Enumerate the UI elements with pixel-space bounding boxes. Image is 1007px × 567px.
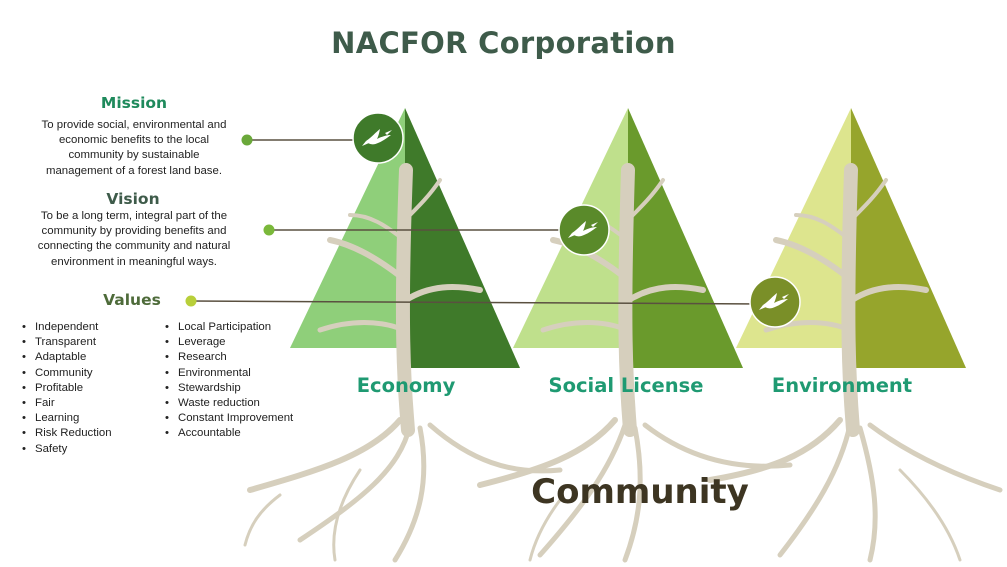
value-item: Waste reduction <box>165 396 325 411</box>
value-item: Fair <box>22 396 152 411</box>
pillar-label-economy: Economy <box>356 374 456 397</box>
vision-connector-dot <box>263 224 275 236</box>
values-heading: Values <box>103 291 161 309</box>
value-item: Environmental <box>165 366 325 381</box>
value-item: Independent <box>22 320 152 335</box>
pillar-label-social-license: Social License <box>548 374 704 397</box>
hummingbird-icon <box>352 112 404 164</box>
values-connector-dot <box>185 295 197 307</box>
tree-social-license-right <box>628 108 743 368</box>
vision-line: environment in meaningful ways. <box>51 255 217 268</box>
values-list-2: Local Participation Leverage Research En… <box>165 320 325 442</box>
vision-text: To be a long term, integral part of the … <box>18 209 250 270</box>
roots <box>243 417 1003 563</box>
value-item: Adaptable <box>22 350 152 365</box>
connectors <box>185 134 776 307</box>
vision-line: connecting the community and natural <box>37 240 231 253</box>
tree-economy-right <box>405 108 520 368</box>
value-item: Safety <box>22 442 152 457</box>
value-item: Community <box>22 366 152 381</box>
value-item: Profitable <box>22 381 152 396</box>
value-item: Risk Reduction <box>22 426 152 441</box>
foundation-label: Community <box>531 472 749 512</box>
value-item: Local Participation <box>165 320 325 335</box>
tree-economy-trunk <box>317 163 483 437</box>
value-item: Learning <box>22 411 152 426</box>
value-item: Leverage <box>165 335 325 350</box>
mission-line: community by sustainable <box>68 149 200 162</box>
mission-line: management of a forest land base. <box>45 164 223 177</box>
hummingbird-icon <box>558 204 610 256</box>
values-list-1: Independent Transparent Adaptable Commun… <box>22 320 152 457</box>
tree-economy <box>290 108 520 437</box>
mission-line: To provide social, environmental and <box>41 119 227 131</box>
values-connector <box>190 300 776 305</box>
value-item: Research <box>165 350 325 365</box>
vision-heading: Vision <box>106 190 160 208</box>
hummingbird-icon <box>749 276 801 328</box>
tree-economy-left <box>290 108 405 348</box>
page-title: NACFOR Corporation <box>331 26 676 60</box>
tree-environment <box>736 108 966 437</box>
mission-line: economic benefits to the local <box>58 134 210 147</box>
mission-heading: Mission <box>100 94 168 112</box>
tree-environment-right <box>851 108 966 368</box>
mission-text: To provide social, environmental and eco… <box>18 118 250 179</box>
vision-line: community by providing benefits and <box>41 225 227 238</box>
value-item-continued: Stewardship <box>165 381 325 396</box>
tree-environment-trunk <box>763 163 929 437</box>
value-item: Accountable <box>165 426 325 441</box>
value-item: Transparent <box>22 335 152 350</box>
mission-connector-dot <box>241 134 253 146</box>
pillar-label-environment: Environment <box>771 374 913 397</box>
vision-line: To be a long term, integral part of the <box>40 210 228 222</box>
value-item: Constant Improvement <box>165 411 325 426</box>
